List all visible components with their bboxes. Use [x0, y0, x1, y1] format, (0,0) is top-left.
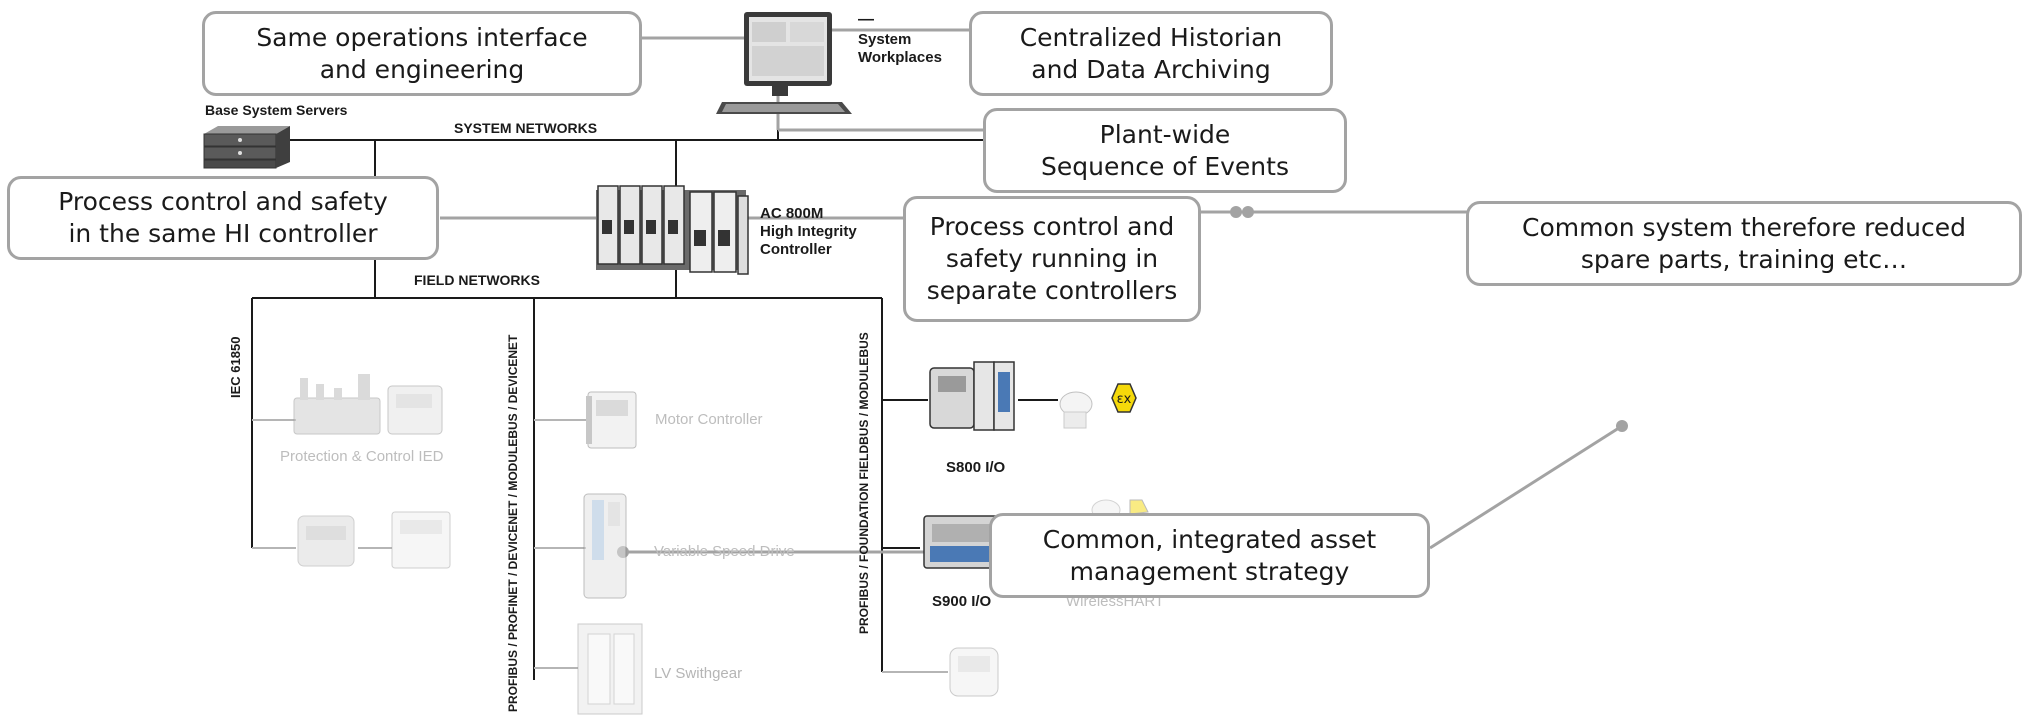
field-device-icon	[949, 647, 999, 697]
callout-historian-text: Centralized Historian and Data Archiving	[1019, 22, 1283, 84]
callout-common-system-text: Common system therefore reduced spare pa…	[1522, 212, 1966, 274]
system-networks-label: SYSTEM NETWORKS	[454, 120, 597, 136]
ac800m-line1: AC 800M	[760, 205, 823, 222]
ac800m-label: AC 800M High Integrity Controller	[760, 205, 861, 258]
network-lines	[251, 110, 985, 680]
ac800m-controller-icon	[596, 185, 749, 275]
ex-badge-icon: εx	[1111, 383, 1137, 413]
system-workplaces-label: System Workplaces	[858, 31, 942, 66]
system-workplaces-line2: Workplaces	[858, 49, 942, 66]
vsd-icon	[583, 493, 627, 599]
s800-label: S800 I/O	[946, 459, 1006, 476]
protection-ied-label: Protection & Control IED	[280, 448, 444, 465]
ac800m-line2: High Integrity	[760, 223, 857, 240]
callout-same-ops-text: Same operations interface and engineerin…	[256, 22, 588, 84]
s800-io-icon	[929, 361, 1015, 431]
callout-soe-text: Plant-wide Sequence of Events	[1041, 119, 1289, 181]
lv-switchgear-label: LV Swithgear	[654, 665, 742, 682]
motor-controller-label: Motor Controller	[655, 411, 763, 428]
svg-text:εx: εx	[1117, 392, 1132, 407]
ex-transmitter-icon	[1059, 391, 1093, 429]
s900-label: S900 I/O	[932, 593, 992, 610]
profibus-ff-label: PROFIBUS / FOUNDATION FIELDBUS / MODULEB…	[857, 332, 871, 634]
ied-device-icon	[297, 511, 451, 569]
system-workplaces-line1: System	[858, 31, 911, 48]
callout-hi-controller-text: Process control and safety in the same H…	[58, 187, 388, 248]
callout-asset-mgmt: Common, integrated asset management stra…	[989, 513, 1430, 598]
callout-hi-controller: Process control and safety in the same H…	[7, 176, 439, 260]
vsd-label: Variable Speed Drive	[654, 543, 795, 560]
workstation-icon	[716, 12, 852, 114]
base-servers-label: Base System Servers	[205, 102, 348, 118]
callout-common-system: Common system therefore reduced spare pa…	[1466, 201, 2022, 286]
callout-soe: Plant-wide Sequence of Events	[983, 108, 1347, 193]
dash-mark: —	[858, 11, 874, 28]
iec61850-label: IEC 61850	[228, 337, 243, 398]
s900-io-icon	[923, 515, 1009, 569]
server-stack-icon	[203, 126, 290, 169]
callout-same-ops: Same operations interface and engineerin…	[202, 11, 642, 96]
field-networks-label: FIELD NETWORKS	[414, 272, 540, 288]
callout-separate-controllers: Process control and safety running in se…	[903, 196, 1201, 322]
callout-historian: Centralized Historian and Data Archiving	[969, 11, 1333, 96]
profibus-profinet-label: PROFIBUS / PROFINET / DEVICENET / MODULE…	[506, 334, 520, 712]
motor-controller-icon	[586, 391, 637, 449]
protection-ied-icon	[293, 374, 443, 435]
device-branch-lines	[882, 399, 1058, 549]
faded-branch-lines	[252, 419, 948, 673]
callout-asset-mgmt-text: Common, integrated asset management stra…	[1042, 524, 1377, 586]
ac800m-line3: Controller	[760, 241, 832, 258]
lv-switchgear-icon	[577, 623, 643, 715]
callout-separate-text: Process control and safety running in se…	[926, 212, 1178, 305]
